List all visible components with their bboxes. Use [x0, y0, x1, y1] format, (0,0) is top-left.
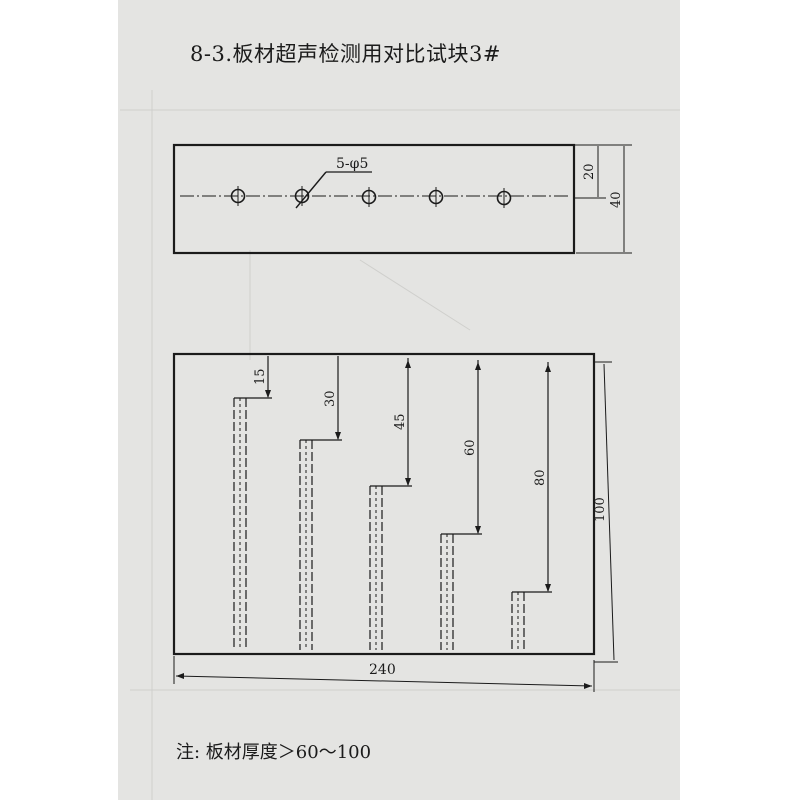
depth-45-label: 45 — [393, 413, 408, 430]
thickness-note: 注: 板材厚度＞60～100 — [176, 742, 372, 763]
dim-line-240 — [175, 675, 593, 687]
width-240-label: 240 — [369, 662, 396, 678]
side-view: 15 30 45 60 80 100 240 — [172, 352, 618, 692]
dim-20-label: 20 — [582, 163, 597, 180]
side-view-outline — [172, 352, 596, 656]
dim-40-label: 40 — [609, 191, 624, 208]
height-100-label: 100 — [593, 497, 608, 522]
hole-count-label: 5-φ5 — [336, 156, 368, 172]
hole-leader-line — [295, 171, 327, 209]
background-faint-lines — [120, 90, 680, 800]
depth-60-label: 60 — [463, 439, 478, 456]
dim-line-100 — [603, 363, 615, 661]
top-view-outline — [172, 143, 576, 255]
depth-80-label: 80 — [533, 469, 548, 486]
paper-sheet — [118, 0, 680, 800]
depth-30-label: 30 — [323, 390, 338, 407]
drawing-title: 8-3.板材超声检测用对比试块3# — [190, 42, 501, 66]
top-view: 5-φ5 20 40 — [172, 143, 632, 255]
depth-15-label: 15 — [253, 368, 268, 385]
